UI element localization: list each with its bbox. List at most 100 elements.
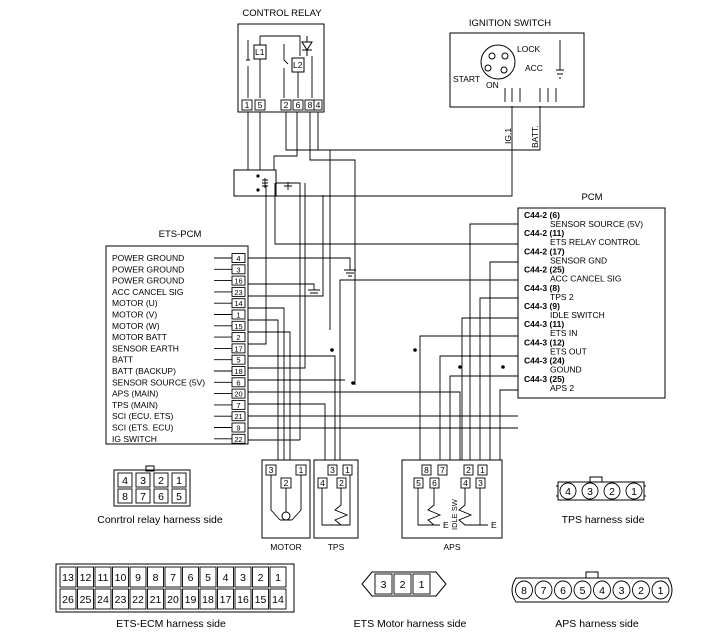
relay-pin-label: 6 xyxy=(296,100,301,110)
connector-pin-label: 22 xyxy=(132,594,144,606)
pcm-connector-label: C44-3 (9) xyxy=(524,301,560,311)
ets-pcm-pin-box xyxy=(231,275,246,286)
ets-pcm-pin-box xyxy=(231,377,246,388)
tps-pin xyxy=(317,477,328,489)
ignition-contact xyxy=(488,52,496,60)
aps-pin-label: 2 xyxy=(466,465,471,475)
relay-contact-1 xyxy=(246,40,250,98)
ets-pcm-pin-box xyxy=(231,422,246,433)
connector-pin xyxy=(117,488,133,504)
harness-wiring xyxy=(247,106,541,460)
ets-pcm-row-label: POWER GROUND xyxy=(112,253,184,263)
connector-pin-label: 8 xyxy=(521,585,527,597)
ets-pcm-pin-label: 2 xyxy=(236,333,240,342)
connector-pin xyxy=(94,566,112,588)
relay-contact-2 xyxy=(283,44,289,98)
connector-pin xyxy=(269,588,287,610)
motor-pin-label: 1 xyxy=(299,465,304,475)
motor-rotor-icon xyxy=(281,511,291,521)
connector-pin-label: 5 xyxy=(176,491,182,503)
pcm-signal-label: SENSOR SOURCE (5V) xyxy=(550,219,643,229)
aps-potentiometers xyxy=(417,488,488,526)
ignition-switch-box xyxy=(449,32,585,108)
aps-pin-label: 7 xyxy=(440,465,445,475)
ets-pcm-pin-label: 22 xyxy=(234,435,242,444)
connector-body xyxy=(113,469,191,507)
connector-pin xyxy=(559,482,577,500)
ets-pcm-pin-box xyxy=(231,286,246,297)
connector-pin-label: 20 xyxy=(167,594,179,606)
connector-pin xyxy=(164,566,182,588)
connector-pin xyxy=(147,566,164,588)
ignition-contact xyxy=(501,52,509,60)
connector-pin-label: 26 xyxy=(62,594,74,606)
ignition-contact xyxy=(500,66,508,74)
connector-pin xyxy=(199,588,217,610)
aps-pin-label: 4 xyxy=(463,478,468,488)
connector-pin xyxy=(135,488,151,504)
ets-pcm-pin-box xyxy=(231,366,246,376)
connector-pin-label: 6 xyxy=(560,585,566,597)
ign-output-ig1: IG.1 xyxy=(503,128,513,144)
pcm-signal-label: GOUND xyxy=(550,365,582,375)
motor-label: MOTOR xyxy=(270,542,301,552)
tps-pin-label: 4 xyxy=(320,478,325,488)
ets-pcm-pin-label: 7 xyxy=(236,401,240,410)
connector-pin xyxy=(199,566,217,588)
connector-pin xyxy=(94,588,112,610)
connector-pin-label: 13 xyxy=(62,572,74,584)
relay-pin xyxy=(241,99,253,111)
ets-pcm-pin-label: 16 xyxy=(234,277,242,286)
connector-pin xyxy=(625,482,643,500)
connector-pin xyxy=(135,472,151,488)
relay-pin xyxy=(280,99,292,111)
ignition-switch-title: IGNITION SWITCH xyxy=(469,18,551,29)
aps-pin xyxy=(421,464,432,476)
ets-pcm-row-label: BATT (BACKUP) xyxy=(112,366,176,376)
connector-pin-label: 12 xyxy=(80,572,92,584)
ets-pcm-row-label: SENSOR SOURCE (5V) xyxy=(112,377,205,387)
connector-pin xyxy=(77,588,94,610)
fuse-icon xyxy=(262,178,268,188)
connector-pin-label: 3 xyxy=(381,579,387,591)
tps-pin-label: 2 xyxy=(339,478,344,488)
aps-pin-label: 8 xyxy=(424,465,429,475)
connector-pin xyxy=(182,566,199,588)
connector-pin xyxy=(217,588,234,610)
ignition-switch: IGNITION SWITCH LOCK ACC ON START IG.1 B… xyxy=(449,18,585,148)
aps-pin-label: 6 xyxy=(432,478,437,488)
connector-pin xyxy=(554,580,572,600)
ets-pcm-pin-label: 18 xyxy=(234,367,242,376)
pcm-title: PCM xyxy=(581,192,602,203)
connector-pin-label: 14 xyxy=(272,594,284,606)
ets-pcm-row-label: IG SWITCH xyxy=(112,434,157,444)
connector-body xyxy=(55,563,295,613)
connector-pin-label: 2 xyxy=(400,579,406,591)
connector-pin-label: 5 xyxy=(205,572,211,584)
connector-pin-label: 15 xyxy=(255,594,267,606)
relay-pin-label: 8 xyxy=(308,100,313,110)
connector-pin-label: 3 xyxy=(140,475,146,487)
connector-pin xyxy=(651,580,670,600)
ets-ecm-caption: ETS-ECM harness side xyxy=(116,618,226,630)
tps-potentiometer xyxy=(321,475,351,526)
pcm-signal-label: TPS 2 xyxy=(550,292,574,302)
pcm-rows: C44-2 (6)SENSOR SOURCE (5V)C44-2 (11)ETS… xyxy=(524,210,643,393)
connector-pin xyxy=(612,580,631,600)
pcm-connector-label: C44-3 (24) xyxy=(524,356,565,366)
aps-pin-label: 1 xyxy=(480,465,485,475)
connector-pin-label: 7 xyxy=(140,491,146,503)
ets-pcm-pin-label: 21 xyxy=(234,412,242,421)
ets-pcm-pin-box xyxy=(231,298,246,309)
junction-dot xyxy=(256,188,260,192)
connector-pin xyxy=(573,580,592,600)
ets-pcm-pin-box xyxy=(231,320,246,331)
ets-pcm-pin-label: 14 xyxy=(234,299,242,308)
ets-pcm-pin-label: 9 xyxy=(236,424,240,433)
connector-pin xyxy=(393,573,412,595)
coil-l1-label: L1 xyxy=(255,47,265,57)
ets-pcm-pin-box xyxy=(231,433,246,444)
pcm-signal-label: SENSOR GND xyxy=(550,255,607,265)
connector-pin-label: 16 xyxy=(237,594,249,606)
